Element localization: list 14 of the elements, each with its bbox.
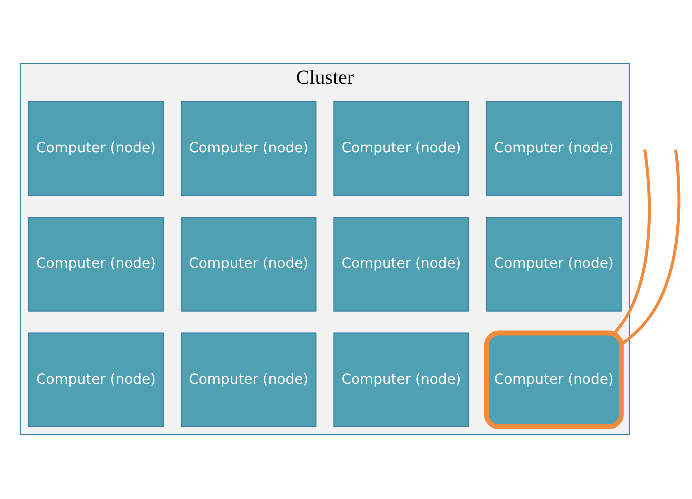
node-box: Computer (node) — [484, 330, 624, 430]
node-box: Computer (node) — [334, 217, 470, 312]
connector — [614, 150, 652, 334]
node-box: Computer (node) — [334, 332, 470, 428]
node-box: Computer (node) — [28, 217, 164, 312]
node-box: Computer (node) — [28, 101, 164, 196]
node-box: Computer (node) — [486, 101, 622, 196]
node-box: Computer (node) — [28, 332, 164, 428]
node-box: Computer (node) — [181, 217, 317, 312]
node-box: Computer (node) — [181, 101, 317, 196]
connector — [620, 150, 681, 346]
node-box: Computer (node) — [334, 101, 470, 196]
node-box: Computer (node) — [486, 217, 622, 312]
node-box: Computer (node) — [181, 332, 317, 428]
